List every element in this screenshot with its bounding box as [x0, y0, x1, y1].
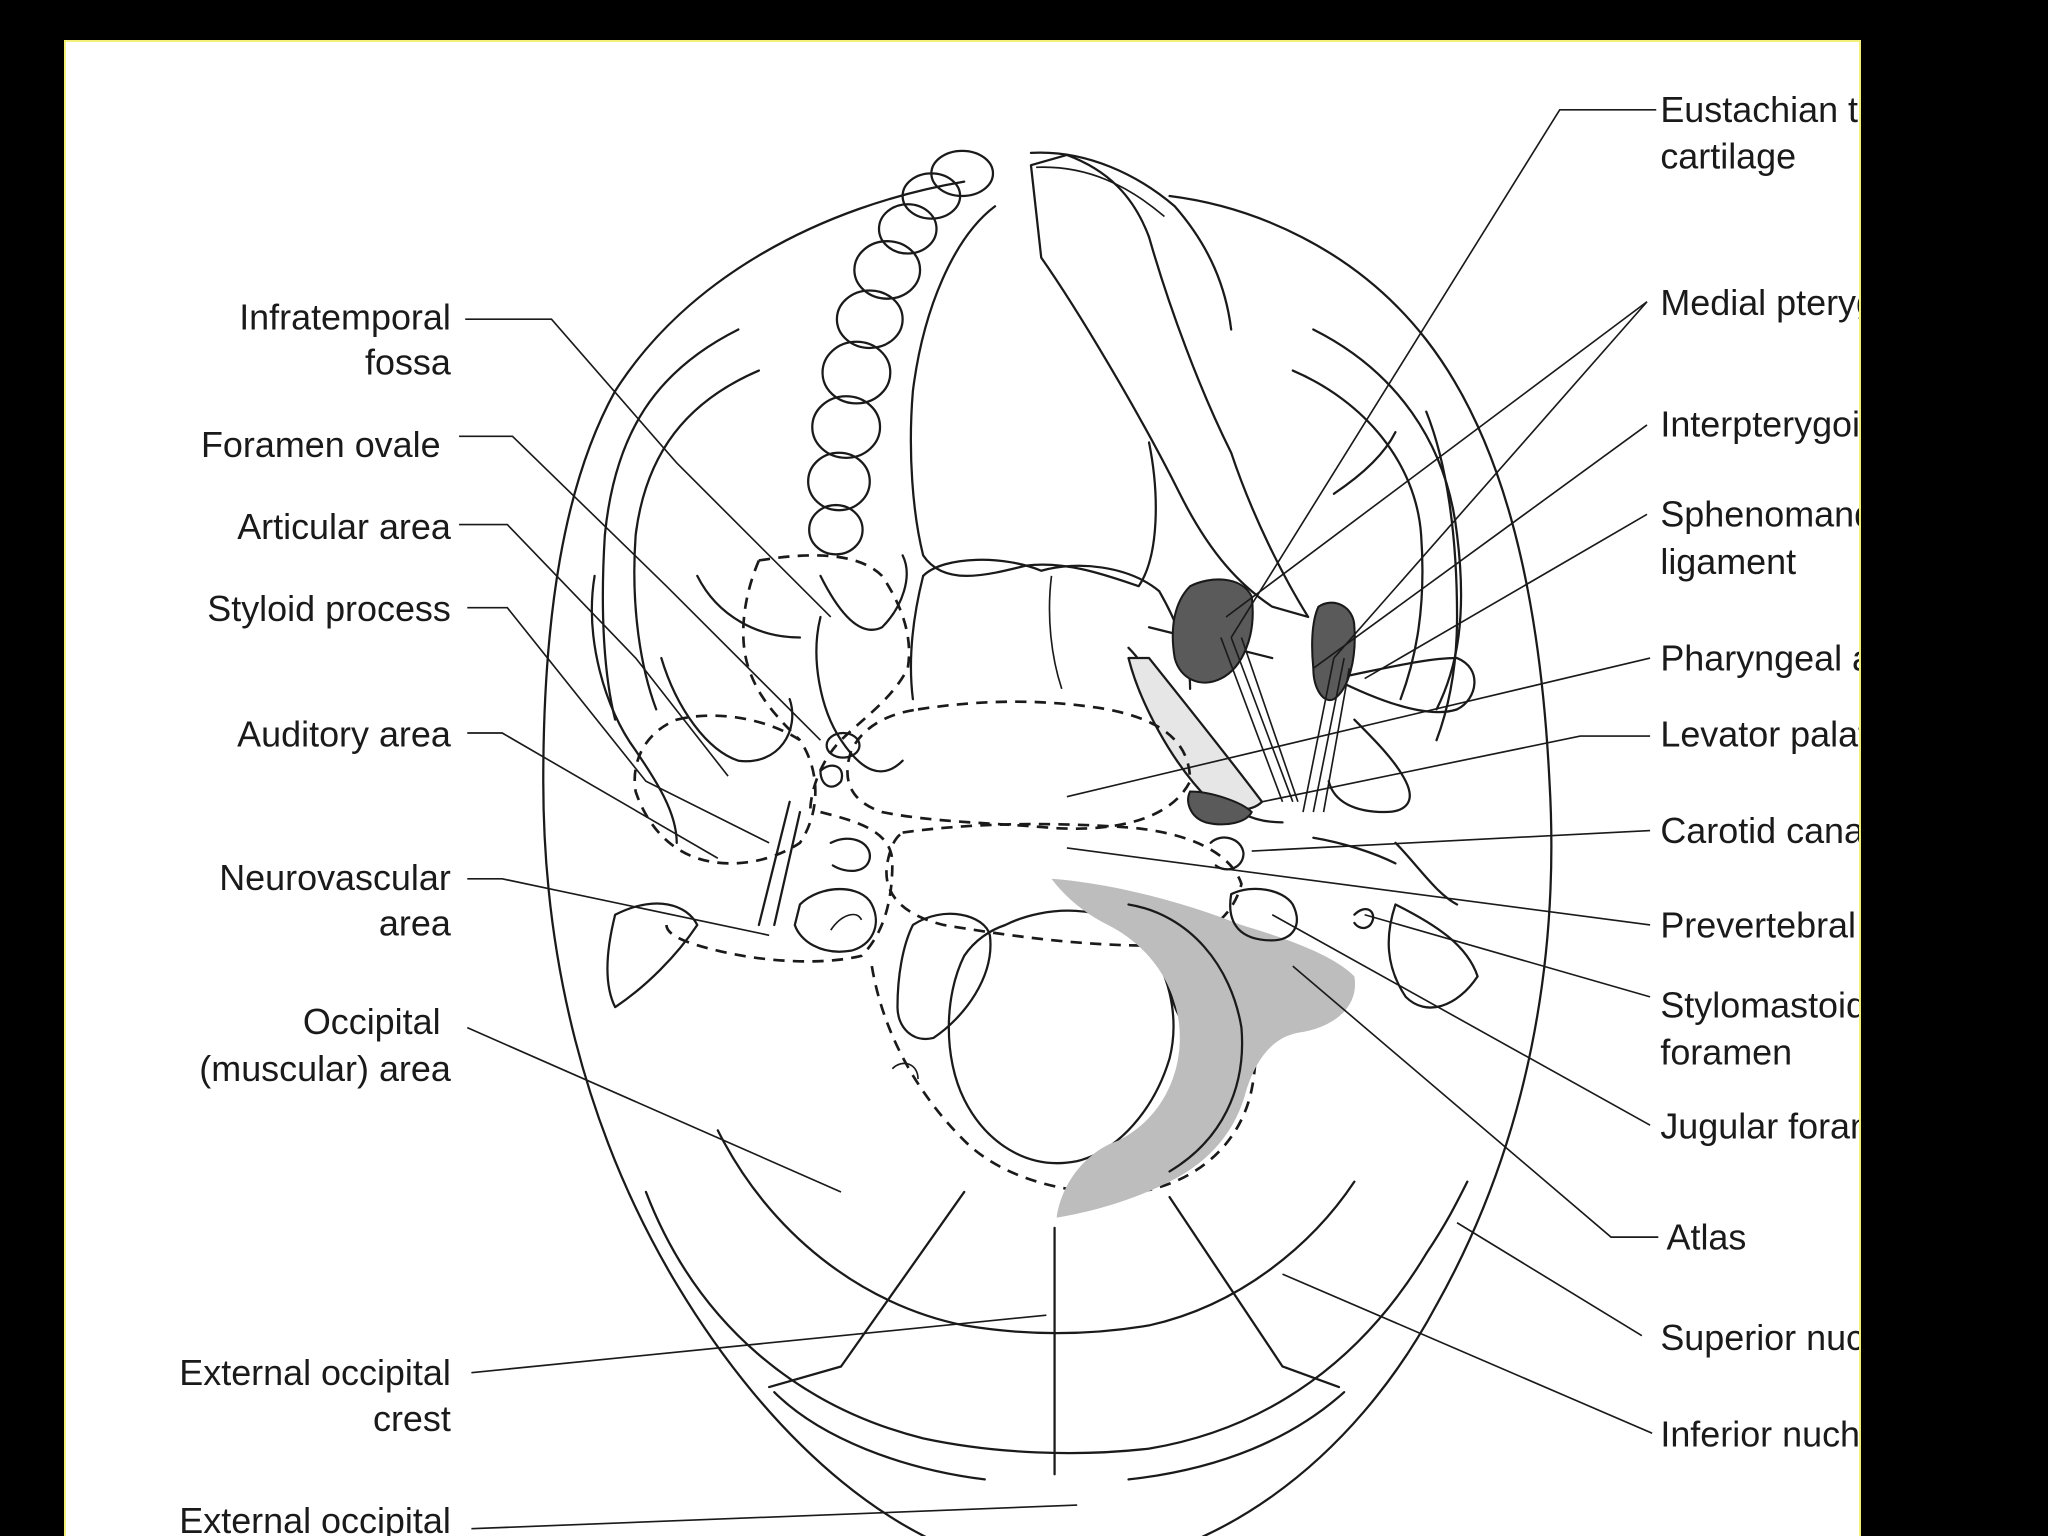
left-mastoid	[606, 902, 699, 1009]
label-sphenomandibular-2: ligament	[1660, 541, 1796, 582]
atlas-stipple	[1051, 878, 1356, 1218]
label-neurovascular-1: Neurovascular	[219, 857, 451, 898]
label-prevertebral-area: Prevertebral area	[1660, 904, 1861, 945]
label-neurovascular-2: area	[379, 902, 451, 943]
right-jugular-shape	[1229, 887, 1298, 942]
left-styloid	[757, 800, 791, 927]
muscle-fibers	[1220, 637, 1351, 813]
medial-pterygoid-muscle-1	[1171, 578, 1254, 684]
pharyngeal-area-dash	[846, 700, 1192, 831]
maxilla-right	[1029, 153, 1310, 619]
label-occipital-2: (muscular) area	[199, 1048, 451, 1089]
leader-lines-right	[1066, 108, 1659, 1434]
label-pharyngeal-area: Pharyngeal area	[1660, 637, 1861, 678]
medial-pterygoid-muscle-2	[1311, 601, 1356, 702]
label-auditory-area: Auditory area	[237, 713, 451, 754]
label-stylomastoid-2: foramen	[1660, 1032, 1792, 1073]
label-ext-occ-crest-2: crest	[373, 1398, 451, 1439]
foramen-magnum	[947, 909, 1175, 1165]
label-atlas: Atlas	[1667, 1216, 1747, 1257]
left-occipital-condyle	[896, 912, 992, 1041]
right-mastoid	[1387, 903, 1479, 1009]
left-pterygoid-plate	[819, 554, 908, 631]
levator-palati-muscle	[1187, 790, 1253, 826]
label-eustachian-1: Eustachian tube	[1660, 89, 1861, 130]
label-sphenomandibular-1: Sphenomandibular	[1660, 494, 1861, 535]
label-infratemporal-1: Infratemporal	[239, 296, 451, 337]
label-ext-occ-prot-1: External occipital	[179, 1500, 451, 1536]
palate	[909, 205, 1157, 588]
inferior-nuchal-line	[716, 1129, 1356, 1335]
label-foramen-ovale: Foramen ovale	[201, 424, 441, 465]
teeth-row	[807, 149, 995, 556]
label-carotid-canal: Carotid canal	[1660, 810, 1861, 851]
diagram-panel: Infratemporal fossa Foramen ovale Articu…	[64, 40, 1861, 1536]
left-zygomatic-inner	[633, 369, 761, 711]
skull-outline	[542, 180, 1553, 1536]
auditory-area-dash	[633, 714, 817, 865]
label-jugular-foramen: Jugular foramen	[1660, 1106, 1861, 1147]
label-infratemporal-2: fossa	[365, 342, 451, 383]
label-ext-occ-crest-1: External occipital	[179, 1352, 451, 1393]
label-medial-pterygoid: Medial pterygoid	[1660, 282, 1861, 323]
neurovascular-area-dash	[665, 810, 894, 963]
left-carotid-foramen	[829, 837, 871, 872]
skull-base-diagram: Infratemporal fossa Foramen ovale Articu…	[179, 89, 1861, 1536]
leader-lines-left	[459, 318, 1078, 1530]
right-teeth-row	[1029, 151, 1233, 331]
foramen-ovale-shape	[825, 731, 861, 759]
label-articular-area: Articular area	[237, 506, 451, 547]
superior-nuchal-line	[644, 1180, 1469, 1455]
label-styloid-process: Styloid process	[207, 588, 451, 629]
label-interpterygoid-fascia: Interpterygoid fascia	[1660, 403, 1861, 444]
label-stylomastoid-1: Stylomastoid	[1660, 984, 1861, 1025]
right-stylomastoid	[1353, 908, 1375, 930]
label-superior-nuchal-line: Superior nuchal line	[1660, 1317, 1861, 1358]
left-zygomatic-arch	[601, 328, 740, 721]
infratemporal-fossa-dash	[758, 554, 911, 813]
label-occipital-1: Occipital	[303, 1001, 441, 1042]
label-inferior-nuchal-line: Inferior nuchal line	[1660, 1414, 1861, 1455]
left-jugular-foramen	[793, 887, 877, 953]
label-eustachian-2: cartilage	[1660, 135, 1796, 176]
right-glenoid	[1332, 656, 1476, 714]
right-zygomatic-inner	[1291, 369, 1424, 701]
label-levator-palati: Levator palati	[1660, 713, 1861, 754]
